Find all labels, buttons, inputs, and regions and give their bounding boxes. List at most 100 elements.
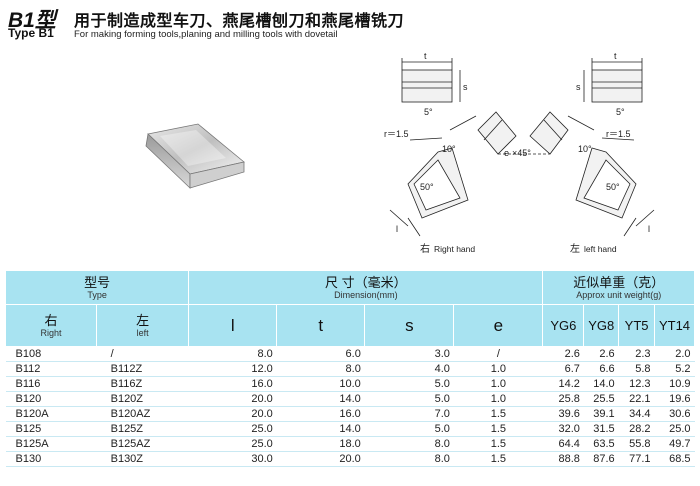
cell-t: 16.0: [276, 406, 365, 422]
cell-s: 8.0: [364, 436, 454, 452]
cell-yg8: 2.6: [583, 346, 619, 362]
cell-s: 7.0: [364, 406, 454, 422]
cell-yg8: 87.6: [583, 451, 619, 467]
caption-left-cn: 左: [570, 242, 580, 255]
cell-yt5: 22.1: [618, 391, 655, 407]
dim-s-left: s: [463, 82, 468, 92]
cell-yt5: 77.1: [618, 451, 655, 467]
insert-product-image: [145, 123, 245, 189]
cell-s: 5.0: [364, 376, 454, 392]
cell-yt5: 34.4: [618, 406, 655, 422]
cell-e: 1.5: [453, 436, 543, 452]
cell-right: B116: [5, 376, 97, 392]
cell-e: 1.0: [453, 361, 543, 377]
cell-yg6: 32.0: [542, 421, 584, 437]
angle-5-left: 5°: [424, 107, 433, 117]
t-header: t: [276, 304, 366, 347]
cell-yt5: 28.2: [618, 421, 655, 437]
cell-yg6: 39.6: [542, 406, 584, 422]
caption-right-cn: 右: [420, 242, 430, 255]
yg6-header: YG6: [542, 304, 585, 347]
cell-right: B120A: [5, 406, 97, 422]
cell-l: 20.0: [188, 391, 277, 407]
cell-e: /: [453, 346, 543, 362]
cell-left: B120AZ: [96, 406, 189, 422]
cell-left: B125AZ: [96, 436, 189, 452]
cell-yg8: 31.5: [583, 421, 619, 437]
dim-l-right: l: [648, 224, 650, 234]
cell-right: B130: [5, 451, 97, 467]
cell-e: 1.0: [453, 376, 543, 392]
cell-l: 16.0: [188, 376, 277, 392]
dim-s-right: s: [576, 82, 581, 92]
cell-s: 4.0: [364, 361, 454, 377]
cell-right: B112: [5, 361, 97, 377]
yg8-header: YG8: [583, 304, 620, 347]
cell-yg8: 39.1: [583, 406, 619, 422]
cell-yg8: 25.5: [583, 391, 619, 407]
cell-t: 14.0: [276, 421, 365, 437]
cell-left: /: [96, 346, 189, 362]
cell-s: 8.0: [364, 451, 454, 467]
cell-t: 18.0: [276, 436, 365, 452]
cell-yg6: 14.2: [542, 376, 584, 392]
dimension-header: 尺 寸（毫米）Dimension(mm): [188, 270, 544, 305]
cell-s: 5.0: [364, 421, 454, 437]
cell-yt5: 5.8: [618, 361, 655, 377]
cell-right: B125A: [5, 436, 97, 452]
cell-l: 25.0: [188, 421, 277, 437]
cell-t: 20.0: [276, 451, 365, 467]
cell-l: 20.0: [188, 406, 277, 422]
cell-yt5: 2.3: [618, 346, 655, 362]
cell-yg6: 64.4: [542, 436, 584, 452]
cell-yg8: 6.6: [583, 361, 619, 377]
cell-yt14: 2.0: [654, 346, 695, 362]
yt14-header: YT14: [654, 304, 695, 347]
cell-left: B130Z: [96, 451, 189, 467]
cell-t: 8.0: [276, 361, 365, 377]
model-title: B1型: [8, 9, 56, 32]
angle-10-left: 10°: [442, 144, 456, 154]
cell-right: B108: [5, 346, 97, 362]
dim-l-left: l: [396, 224, 398, 234]
angle-5-right: 5°: [616, 107, 625, 117]
cell-left: B120Z: [96, 391, 189, 407]
cell-yt14: 5.2: [654, 361, 695, 377]
cell-yt14: 49.7: [654, 436, 695, 452]
cell-yg6: 88.8: [542, 451, 584, 467]
e-header: e: [453, 304, 544, 347]
cell-yt14: 25.0: [654, 421, 695, 437]
cell-t: 14.0: [276, 391, 365, 407]
weight-header: 近似单重（克）Approx unit weight(g): [542, 270, 695, 305]
angle-50-left: 50°: [420, 182, 434, 192]
cell-left: B125Z: [96, 421, 189, 437]
cell-yg8: 14.0: [583, 376, 619, 392]
cell-l: 25.0: [188, 436, 277, 452]
yt5-header: YT5: [618, 304, 655, 347]
cell-yt14: 19.6: [654, 391, 695, 407]
title-chinese: 用于制造成型车刀、燕尾槽刨刀和燕尾槽铣刀: [74, 13, 405, 30]
l-header: l: [188, 304, 278, 347]
cell-yt14: 10.9: [654, 376, 695, 392]
cell-right: B125: [5, 421, 97, 437]
header: B1型 用于制造成型车刀、燕尾槽刨刀和燕尾槽铣刀 Type B1 For mak…: [6, 4, 696, 44]
e-label: e: [504, 148, 509, 158]
angle-50-right: 50°: [606, 182, 620, 192]
title-english: For making forming tools,planing and mil…: [74, 29, 338, 40]
dim-t-left: t: [424, 51, 427, 61]
cell-yg8: 63.5: [583, 436, 619, 452]
cell-s: 3.0: [364, 346, 454, 362]
cell-yt14: 68.5: [654, 451, 695, 467]
cell-l: 12.0: [188, 361, 277, 377]
radius-left: r＝1.5: [384, 129, 409, 139]
cell-left: B112Z: [96, 361, 189, 377]
